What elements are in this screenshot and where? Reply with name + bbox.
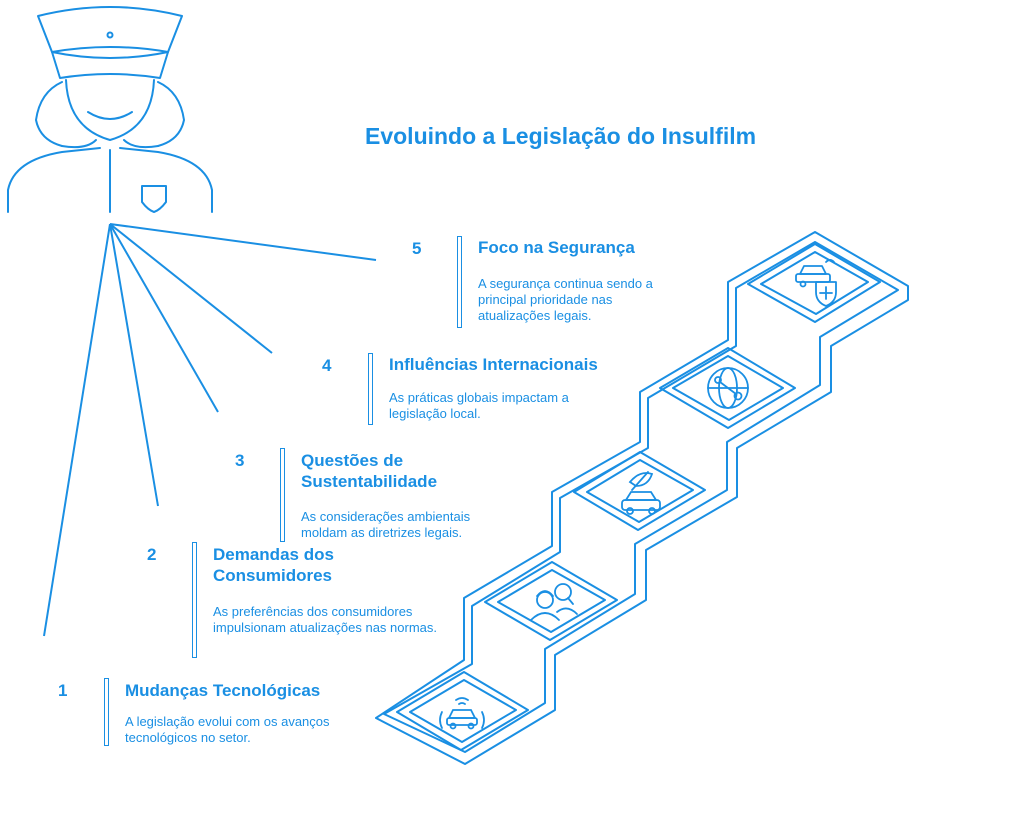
connector-lines: [43, 223, 377, 637]
step-1-number: 1: [58, 681, 68, 700]
officer-icon: [7, 6, 213, 213]
step-5-description: A segurança continua sendo a principal p…: [478, 276, 653, 323]
car-shield-icon: [795, 259, 837, 307]
step-3-heading: Questões de Sustentabilidade: [301, 451, 438, 491]
step-2-description: As preferências dos consumidores impulsi…: [213, 604, 437, 635]
step-2-number: 2: [147, 545, 157, 564]
step-4-heading: Influências Internacionais: [389, 355, 598, 374]
step-4-number: 4: [322, 356, 332, 375]
people-icon: [530, 583, 578, 621]
step-1-heading: Mudanças Tecnológicas: [125, 681, 321, 700]
car-signal-icon: [439, 697, 485, 730]
step-1-bar: [104, 678, 109, 746]
step-1-description: A legislação evolui com os avanços tecno…: [125, 714, 330, 745]
step-2-bar: [192, 542, 197, 658]
staircase: [375, 231, 909, 765]
step-5-heading: Foco na Segurança: [478, 238, 635, 257]
step-3-number: 3: [235, 451, 245, 470]
step-5-number: 5: [412, 239, 422, 258]
step-4-description: As práticas globais impactam a legislaçã…: [389, 390, 569, 421]
step-3-bar: [280, 448, 285, 542]
page-title: Evoluindo a Legislação do Insulfilm: [365, 123, 757, 149]
step-2-heading: Demandas dos Consumidores: [213, 545, 334, 585]
eco-car-icon: [621, 471, 661, 515]
step-5-bar: [457, 236, 462, 328]
globe-network-icon: [707, 367, 749, 409]
step-4-bar: [368, 353, 373, 425]
step-3-description: As considerações ambientais moldam as di…: [301, 509, 471, 540]
